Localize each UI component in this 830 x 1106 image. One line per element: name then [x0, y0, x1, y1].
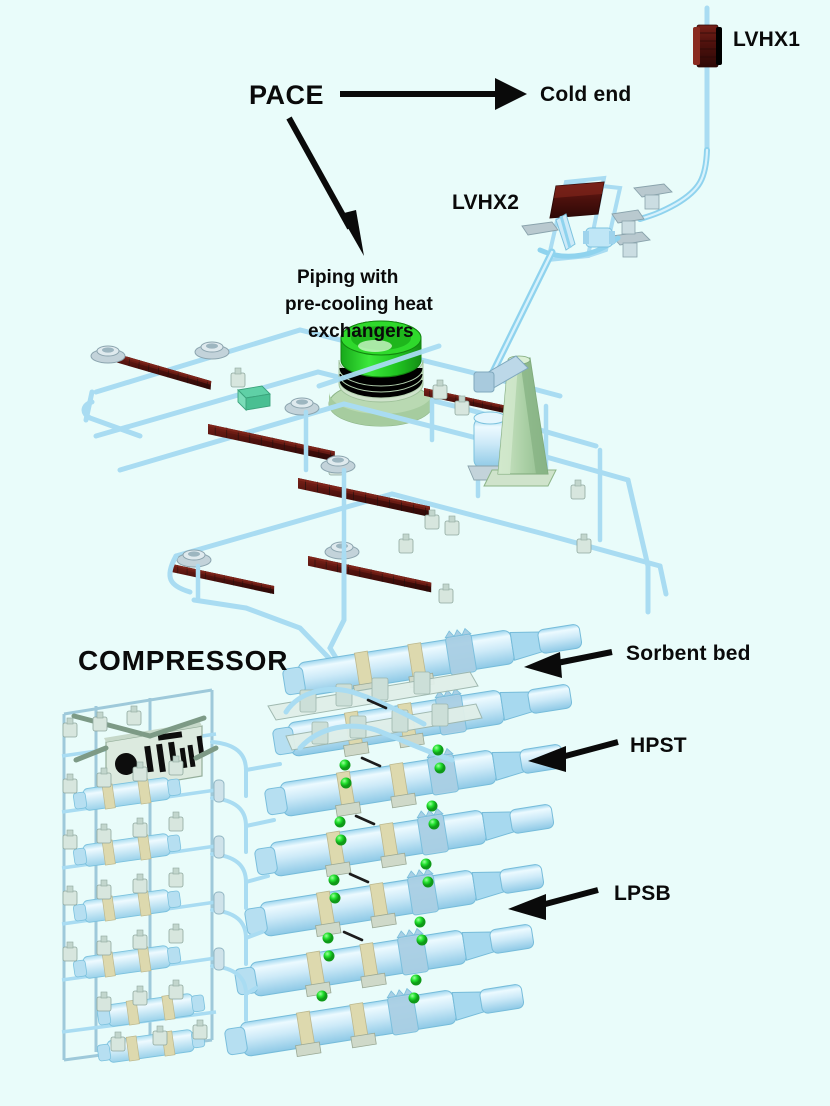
callout-hpst: HPST: [528, 734, 687, 772]
upper-valve-deck: [267, 671, 483, 763]
inline-valve: [583, 227, 615, 248]
pipe-bracket: [611, 231, 651, 258]
svg-text:Piping with: Piping with: [297, 267, 398, 288]
piping-deck: [81, 320, 669, 687]
label-cold-end: Cold end: [540, 83, 631, 106]
pipe-bracket: [633, 183, 673, 210]
svg-text:HPST: HPST: [630, 734, 687, 757]
panel-cutouts: [115, 731, 205, 775]
precooling-hx-unit: [81, 345, 214, 439]
callout-sorbent-bed: Sorbent bed: [524, 642, 751, 678]
control-panel: [71, 713, 219, 793]
lvhx1-unit: [693, 5, 722, 153]
svg-text:exchangers: exchangers: [308, 321, 414, 342]
lvhx2-assembly: [521, 175, 645, 263]
svg-text:Sorbent bed: Sorbent bed: [626, 642, 751, 665]
valve-stems: [213, 779, 225, 971]
indicator-dots: [316, 744, 446, 1004]
label-pace: PACE: [249, 80, 324, 110]
cold-end-assembly: [611, 5, 722, 258]
callout-lpsb: LPSB: [508, 882, 671, 920]
pipe-bracket: [521, 221, 559, 236]
compressor-frame: [61, 688, 282, 1066]
bed-pointer-ticks: [342, 698, 388, 942]
label-compressor: COMPRESSOR: [78, 645, 288, 676]
svg-text:pre-cooling heat: pre-cooling heat: [285, 294, 433, 315]
svg-text:LPSB: LPSB: [614, 882, 671, 905]
arrow-pace-to-cold-end: [340, 78, 527, 110]
pedestal-support: [473, 355, 557, 487]
label-lvhx2: LVHX2: [452, 191, 519, 214]
label-lvhx1: LVHX1: [733, 28, 800, 51]
transfer-line: [488, 248, 556, 378]
label-piping-heat-exchangers: Piping with pre-cooling heat exchangers: [285, 267, 433, 342]
green-filter-block: [237, 385, 271, 412]
pipe-bracket: [611, 209, 645, 235]
compressor-assembly: [61, 610, 585, 1068]
arrow-pace-to-piping: [286, 116, 364, 256]
green-reel: [316, 320, 442, 427]
